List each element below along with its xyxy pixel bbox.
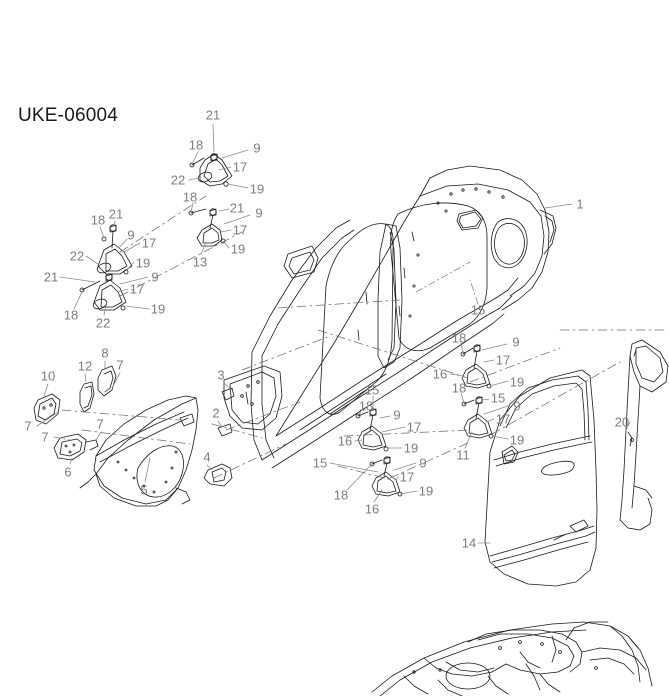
assembly-axis-lines [61,195,669,481]
bracket-assembly-a [189,153,233,187]
callout-18[interactable]: 18 [358,398,374,414]
callout-9[interactable]: 9 [255,205,263,221]
callout-15[interactable]: 15 [490,390,506,406]
bracket-assembly-c [96,224,133,275]
callout-18[interactable]: 18 [90,212,106,228]
callout-7[interactable]: 7 [96,416,104,432]
fender-bracket-6 [53,433,99,461]
callout-18[interactable]: 18 [182,189,198,205]
callout-19[interactable]: 19 [509,374,525,390]
fender-bracket-8 [97,365,117,397]
callout-11[interactable]: 11 [456,447,470,463]
callout-14[interactable]: 14 [461,535,477,551]
callout-12[interactable]: 12 [77,358,93,374]
front-door-panel [484,369,598,587]
callout-18[interactable]: 18 [451,380,467,396]
callout-18[interactable]: 18 [333,487,349,503]
bracket-assembly-g [355,408,389,452]
callout-20[interactable]: 20 [614,414,630,430]
callout-19[interactable]: 19 [509,432,525,448]
callout-9[interactable]: 9 [253,140,261,156]
callout-3[interactable]: 3 [217,367,225,383]
leader-lines [36,123,631,544]
callout-17[interactable]: 17 [495,411,511,427]
callout-10[interactable]: 10 [40,368,56,384]
callout-18[interactable]: 18 [188,137,204,153]
callout-15[interactable]: 15 [364,382,380,398]
vehicle-body-structure-vignette [371,621,653,696]
callout-7[interactable]: 7 [24,418,32,434]
callout-17[interactable]: 17 [399,469,415,485]
callout-19[interactable]: 19 [150,301,166,317]
callout-7[interactable]: 7 [41,429,49,445]
bracket-assembly-h [369,456,403,497]
callout-17[interactable]: 17 [141,235,157,251]
callout-17[interactable]: 17 [232,159,248,175]
callout-21[interactable]: 21 [43,269,59,285]
callout-21[interactable]: 21 [229,200,245,216]
callout-17[interactable]: 17 [129,281,145,297]
callout-16[interactable]: 16 [432,366,448,382]
callout-15[interactable]: 15 [470,302,486,318]
callout-19[interactable]: 19 [418,483,434,499]
bracket-assembly-e [460,344,492,389]
drawing-number: UKE-06004 [18,105,119,126]
callout-9[interactable]: 9 [512,334,520,350]
callout-8[interactable]: 8 [101,345,109,361]
callout-22[interactable]: 22 [69,248,85,264]
bracket-assembly-d [79,273,127,311]
callout-7[interactable]: 7 [116,357,124,373]
callout-17[interactable]: 17 [232,222,248,238]
rear-trim-piece-20 [619,339,669,531]
callout-21[interactable]: 21 [205,107,221,123]
callout-1[interactable]: 1 [576,196,584,212]
callout-16[interactable]: 16 [364,501,380,517]
callout-18[interactable]: 18 [63,307,79,323]
callout-9[interactable]: 9 [419,455,427,471]
callout-13[interactable]: 13 [192,254,208,270]
callout-19[interactable]: 19 [230,241,246,257]
callout-15[interactable]: 15 [312,455,328,471]
fender-bracket-12 [79,381,95,413]
callout-9[interactable]: 9 [127,227,135,243]
a-pillar-hinge-brackets [203,365,283,487]
callout-9[interactable]: 9 [151,269,159,285]
callout-19[interactable]: 19 [135,255,151,271]
callout-19[interactable]: 19 [249,181,265,197]
callout-17[interactable]: 17 [495,352,511,368]
callout-9[interactable]: 9 [513,398,521,414]
callout-17[interactable]: 17 [406,419,422,435]
callout-2[interactable]: 2 [212,405,220,421]
bracket-assembly-f [461,396,494,439]
callout-21[interactable]: 21 [108,206,124,222]
callout-6[interactable]: 6 [64,464,72,480]
front-fender-panel [79,395,199,507]
callout-22[interactable]: 22 [95,315,111,331]
callout-19[interactable]: 19 [403,440,419,456]
callout-4[interactable]: 4 [203,449,211,465]
callout-22[interactable]: 22 [170,172,186,188]
body-side-outer-panel [250,165,557,469]
bracket-assembly-b [188,208,226,247]
callout-5[interactable]: 5 [140,482,148,498]
callout-18[interactable]: 18 [451,330,467,346]
callout-9[interactable]: 9 [393,407,401,423]
fender-bracket-10 [33,393,61,425]
callout-16[interactable]: 16 [337,433,353,449]
